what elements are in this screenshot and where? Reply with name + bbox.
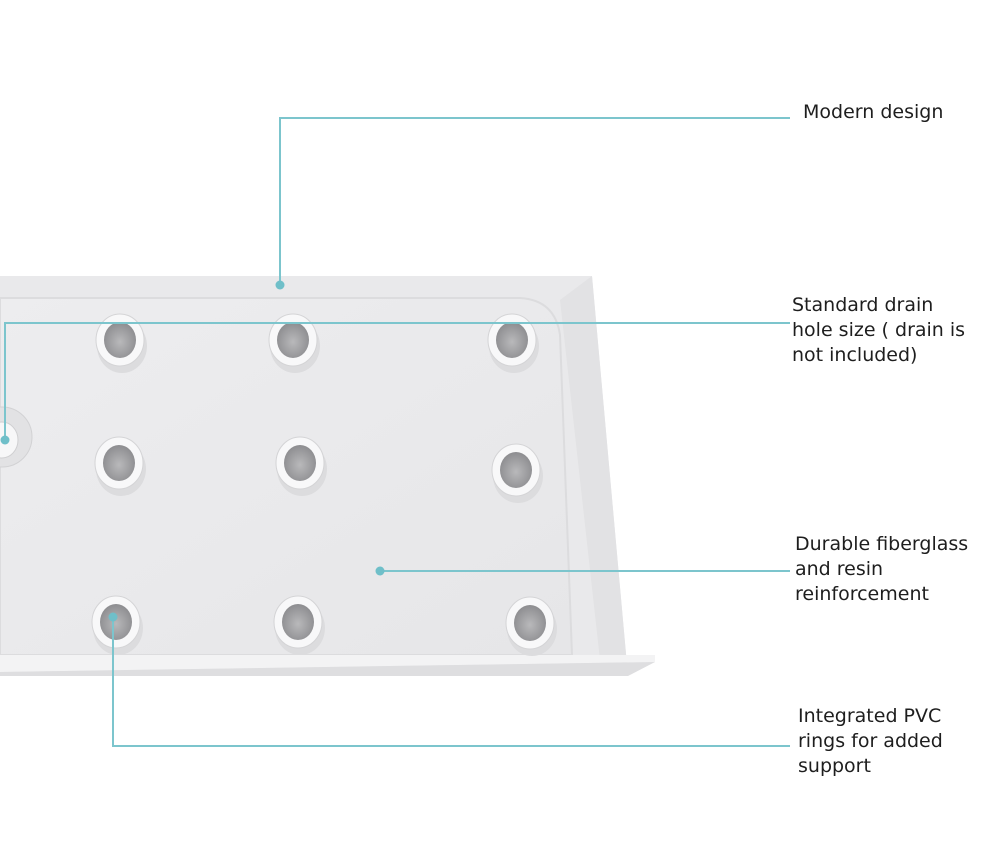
callout-line-pvc <box>112 617 790 747</box>
callout-text: and resin <box>795 558 884 580</box>
pvc-ring <box>491 443 543 503</box>
callout-label-drain: Standard drain hole size ( drain is not … <box>792 293 965 368</box>
tray-right-wall <box>560 276 628 676</box>
callout-label-fiberglass: Durable fiberglass and resin reinforceme… <box>795 532 968 607</box>
callout-text: rings for added <box>798 730 943 752</box>
callout-dot-fiberglass <box>375 566 385 576</box>
callout-text: Modern design <box>803 101 944 123</box>
callout-label-pvc: Integrated PVC rings for added support <box>798 704 943 779</box>
pvc-ring <box>487 313 539 373</box>
callout-text: Integrated PVC <box>798 705 942 727</box>
callout-label-modern-design: Modern design <box>803 100 943 125</box>
callout-dot-drain <box>0 435 10 445</box>
callout-text: support <box>798 755 871 777</box>
callout-text: Standard drain <box>792 294 934 316</box>
tray-front-lip-shadow <box>0 662 655 676</box>
pvc-ring <box>268 313 320 373</box>
pvc-ring <box>275 436 327 496</box>
callout-line-modern-design <box>279 117 790 285</box>
pvc-ring <box>505 596 557 656</box>
callout-dot-modern-design <box>275 280 285 290</box>
callout-line-drain <box>4 322 790 440</box>
callout-lines <box>4 117 790 747</box>
pvc-ring <box>273 595 325 655</box>
pvc-ring <box>91 595 143 655</box>
pvc-ring <box>94 436 146 496</box>
callout-text: Durable fiberglass <box>795 533 969 555</box>
callout-text: not included) <box>792 344 918 366</box>
callout-dot-pvc <box>108 612 118 622</box>
callout-text: reinforcement <box>795 583 929 605</box>
pvc-ring <box>95 313 147 373</box>
callout-text: hole size ( drain is <box>792 319 966 341</box>
tray-front-lip <box>0 655 655 672</box>
